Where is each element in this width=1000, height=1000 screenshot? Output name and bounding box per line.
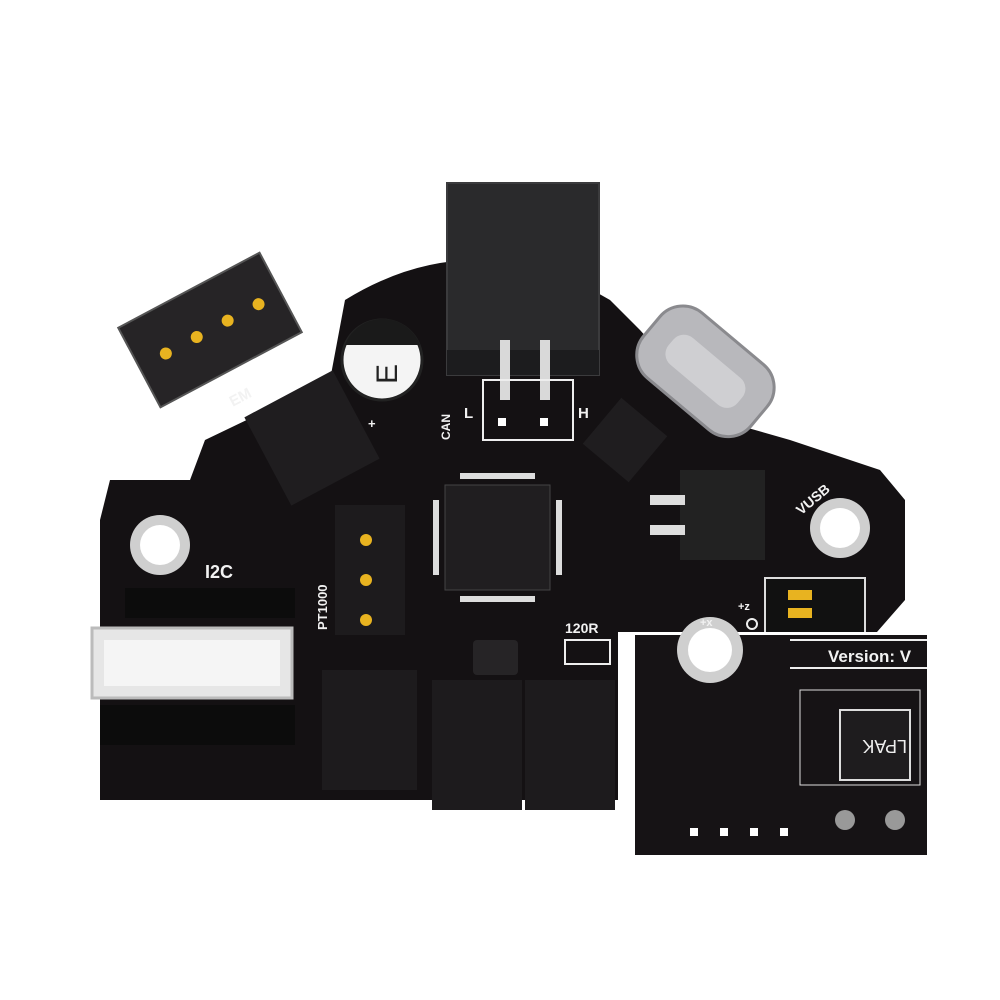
label-axis-x: +x (700, 617, 713, 629)
mounting-hole-left-center (140, 525, 180, 565)
regulator (680, 470, 765, 560)
ic-right (582, 397, 668, 483)
label-can-h: H (578, 405, 589, 422)
mounting-hole-right-center (820, 508, 860, 548)
capacitor-mark: E (371, 364, 404, 384)
label-can-l: L (464, 405, 473, 422)
i2c-header (125, 588, 295, 618)
connector-vertical (335, 505, 405, 635)
label-em: EM (227, 385, 255, 411)
inset-chip-mark: LPAK (862, 736, 907, 756)
label-pt1000: PT1000 (315, 584, 330, 630)
ic-left (244, 370, 380, 506)
inset-version-text: Version: V (828, 647, 912, 666)
connector-bottom-1 (322, 670, 417, 790)
axis-origin-icon (746, 618, 758, 630)
inset-chip (839, 709, 911, 781)
inset-magnified-view: Version: V LPAK (618, 617, 930, 858)
mcu-pins (433, 473, 562, 602)
label-120r: 120R (565, 620, 598, 636)
capacitor-stripe (345, 318, 420, 345)
label-i2c: I2C (205, 562, 233, 582)
dip-switch (764, 577, 866, 635)
em-connector (116, 251, 304, 409)
termination-jumper (564, 639, 611, 665)
bottom-header (100, 705, 295, 745)
usb-c-port (635, 304, 776, 439)
connector-bottom-3 (525, 680, 615, 810)
mcu-chip (444, 484, 551, 591)
label-plus: + (368, 416, 376, 431)
small-ic (473, 640, 518, 675)
power-connector (446, 182, 600, 376)
label-axis-z: +z (738, 601, 750, 613)
label-can: CAN (439, 414, 453, 440)
connector-bottom-2 (432, 680, 522, 810)
